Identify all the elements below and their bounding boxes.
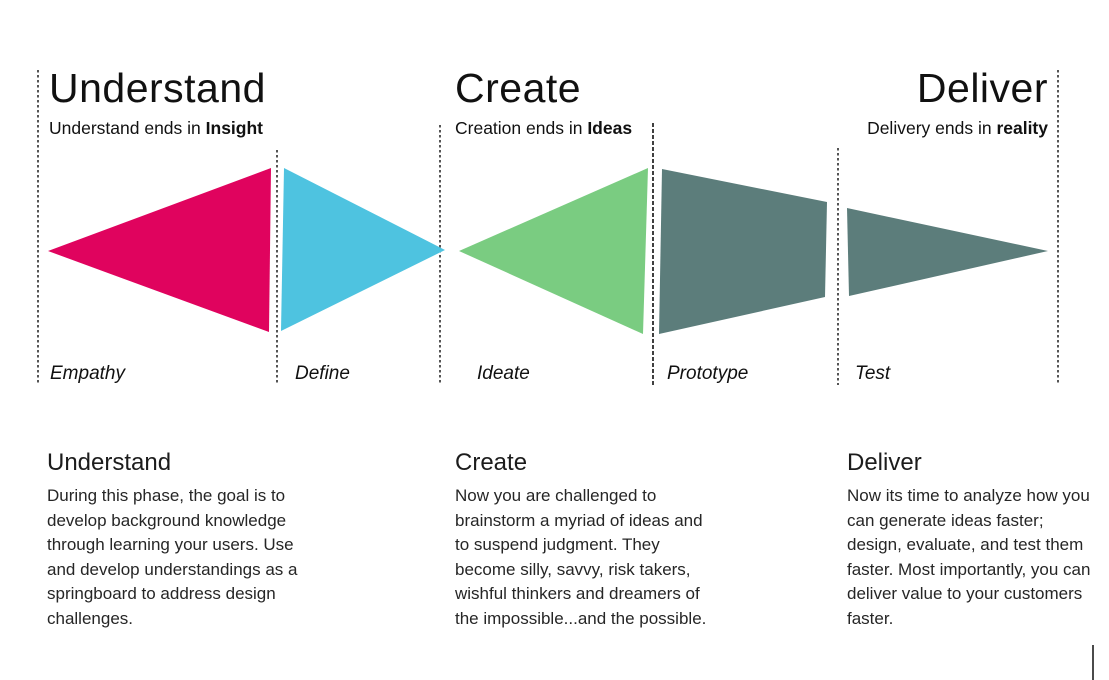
description-body: Now its time to analyze how you can gene… [847,486,1091,628]
stage-label-empathy: Empathy [50,363,125,384]
stage-label-prototype: Prototype [667,363,749,384]
stage-label-ideate: Ideate [477,363,530,384]
phase-subtitle-deliver: Delivery ends in reality [700,118,1048,139]
phase-header-deliver: Deliver Delivery ends in reality [700,65,1048,139]
description-deliver: Deliver Now its time to analyze how you … [847,449,1093,631]
description-heading: Create [455,449,528,476]
phase-subtitle-create: Creation ends in Ideas [455,118,632,139]
phase-title-create: Create [455,65,582,111]
phase-header-understand: Understand Understand ends in Insight [49,65,266,139]
phase-title-understand: Understand [49,65,266,111]
subtitle-prefix: Creation ends in [455,118,588,139]
test-shape [847,208,1048,296]
slide-edge-mark [1092,645,1094,680]
subtitle-prefix: Understand ends in [49,118,206,139]
description-body: During this phase, the goal is to develo… [47,486,298,628]
subtitle-emphasis: Ideas [587,118,633,139]
empathy-shape [48,168,271,332]
define-shape [281,168,445,331]
description-heading: Understand [47,449,172,476]
stage-label-test: Test [855,363,891,384]
subtitle-emphasis: Insight [205,118,263,139]
description-understand: Understand During this phase, the goal i… [47,449,301,631]
description-create: Create Now you are challenged to brainst… [455,449,709,631]
phase-header-create: Create Creation ends in Ideas [455,65,632,139]
phase-subtitle-understand: Understand ends in Insight [49,118,266,139]
description-body: Now you are challenged to brainstorm a m… [455,486,707,628]
prototype-shape [659,169,827,334]
subtitle-emphasis: reality [996,118,1048,139]
phase-title-deliver: Deliver [916,65,1048,111]
stage-label-define: Define [295,363,350,384]
subtitle-prefix: Delivery ends in [867,118,997,139]
description-heading: Deliver [847,449,922,476]
ideate-shape [459,168,648,334]
